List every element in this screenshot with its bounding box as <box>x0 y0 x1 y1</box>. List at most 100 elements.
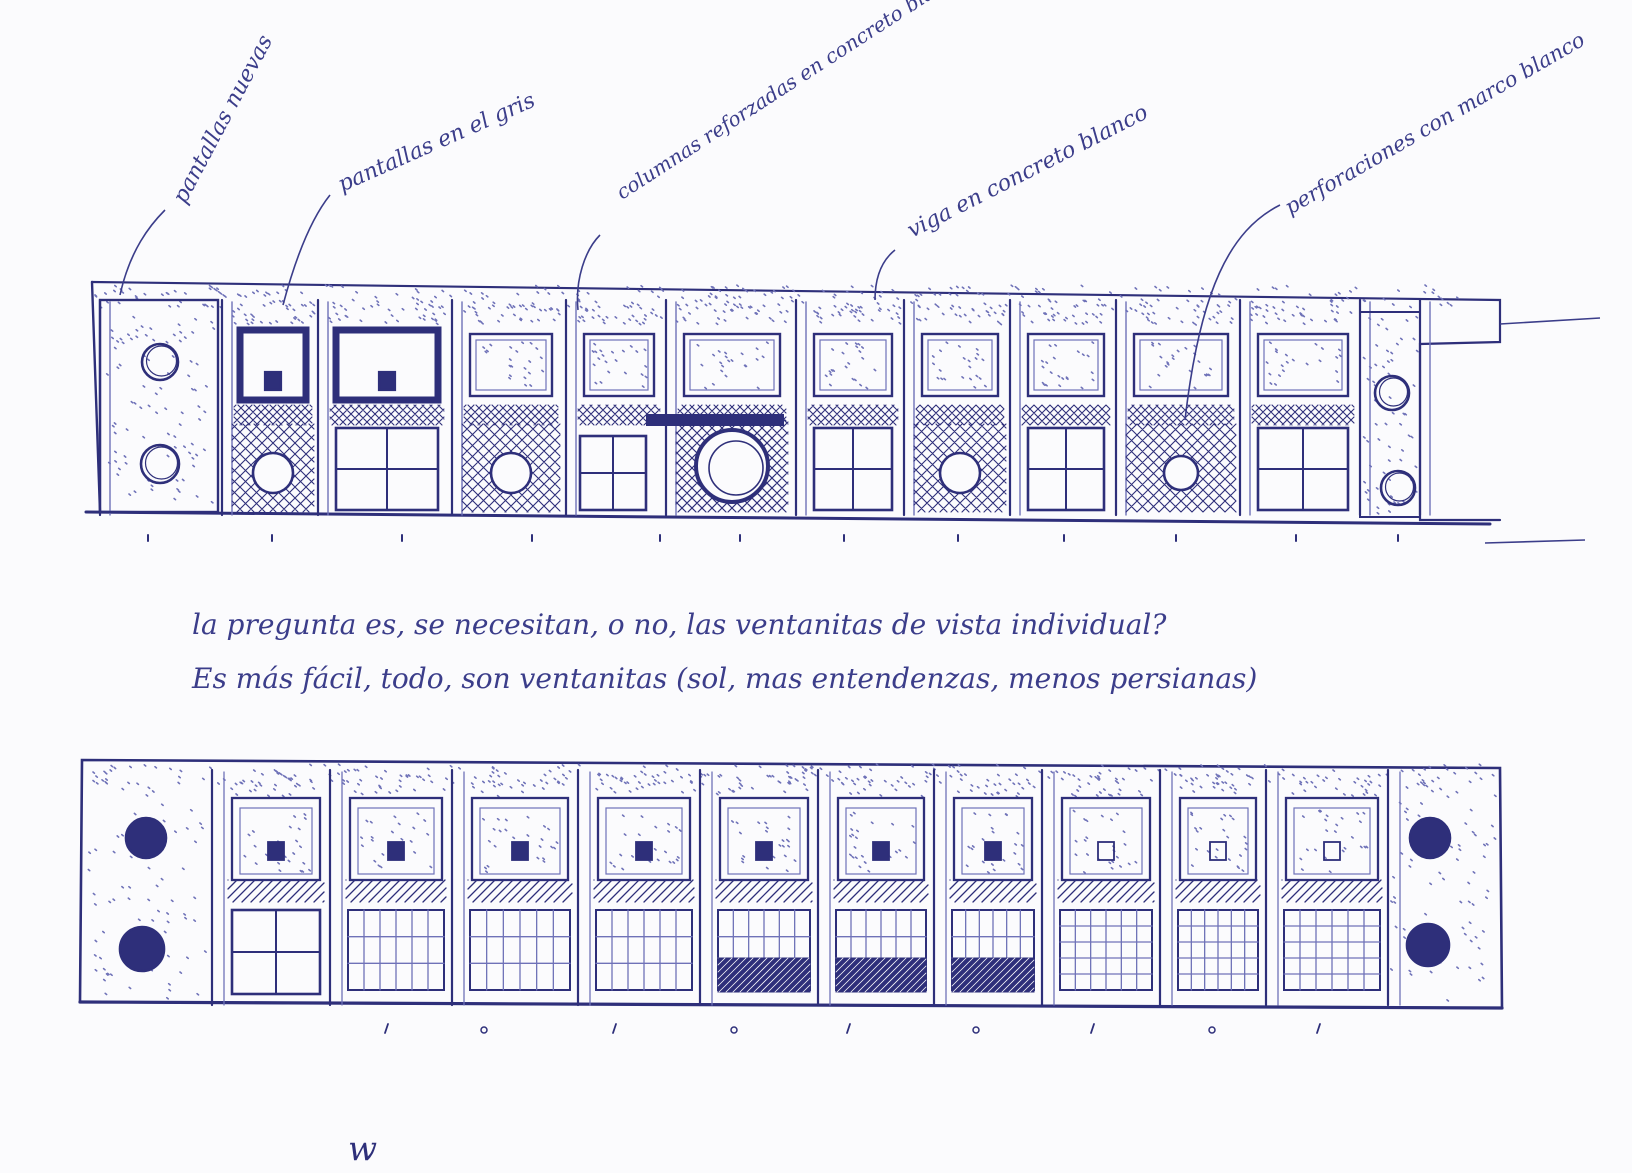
stipple-texture <box>813 305 902 325</box>
stipple-texture <box>824 342 877 390</box>
screen-frame-inner <box>927 339 993 391</box>
window-grid-lines <box>1283 909 1381 991</box>
window-mullion <box>231 909 321 995</box>
screen-frame <box>582 332 656 398</box>
screen-square <box>1097 841 1115 861</box>
end-panel-right <box>1359 311 1421 518</box>
screen-frame <box>682 332 782 398</box>
round-perforation-inner <box>145 345 178 377</box>
screen-frame <box>596 796 692 882</box>
screen-square <box>984 841 1002 861</box>
screen-square <box>872 841 890 861</box>
stipple-texture <box>243 813 312 873</box>
round-perforation <box>1373 374 1411 412</box>
screen-frame <box>348 796 444 882</box>
window-mullion <box>813 427 893 511</box>
screen-frame-inner <box>1033 339 1099 391</box>
stipple-texture <box>230 777 316 798</box>
ground-extension <box>1484 539 1586 544</box>
screen-square <box>511 841 529 861</box>
stipple-texture <box>731 815 797 873</box>
screen-frame-inner <box>845 807 917 875</box>
stipple-texture <box>956 773 1036 798</box>
round-perforation-inner <box>144 446 179 480</box>
stipple-texture <box>675 303 789 326</box>
leader-perforaciones <box>1184 204 1281 421</box>
leader-columnas <box>576 234 601 311</box>
diagonal-hatch <box>345 879 447 903</box>
window-mullion <box>1027 427 1105 511</box>
screen-frame-inner <box>605 807 683 875</box>
screen-frame-inner <box>475 339 547 391</box>
stipple-texture <box>696 341 769 390</box>
stipple-texture <box>1060 775 1153 798</box>
round-perforation <box>140 342 180 382</box>
solid-round-opening <box>118 925 166 973</box>
stipple-texture <box>231 303 316 326</box>
round-perforation-inner <box>1384 472 1415 502</box>
screen-square <box>267 841 285 861</box>
annotation-perforaciones: perforaciones con marco blanco <box>1281 27 1589 219</box>
note-line-2: Es más fácil, todo, son ventanitas (sol,… <box>191 662 1257 695</box>
ground-line <box>78 1000 1504 1010</box>
stipple-texture <box>931 341 987 389</box>
screen-frame-inner <box>357 807 435 875</box>
diagonal-hatch <box>833 879 929 903</box>
roof-beam-outline <box>90 280 1502 522</box>
dark-screen-square <box>263 370 283 392</box>
window-grid-lines <box>717 909 811 991</box>
signature-mark: w <box>348 1129 377 1168</box>
window-grid-lines <box>347 909 445 991</box>
cross-hatch <box>233 404 313 426</box>
screen-frame <box>1284 796 1380 882</box>
ground-dot <box>730 1026 738 1034</box>
annotation-pantallas-nuevas: pantallas nuevas <box>168 31 278 208</box>
handwritten-notes: la pregunta es, se necesitan, o no, las … <box>191 608 1257 695</box>
stipple-texture <box>591 342 648 388</box>
screen-square <box>1323 841 1341 861</box>
stipple-texture <box>1362 315 1419 515</box>
stipple-texture <box>1179 773 1254 795</box>
stipple-texture <box>87 770 207 1000</box>
diagonal-hatch <box>949 879 1037 903</box>
round-perforation <box>139 443 181 485</box>
stipple-texture <box>1299 809 1369 874</box>
round-perforation <box>938 451 982 495</box>
stipple-texture <box>715 773 809 796</box>
stipple-texture <box>595 773 697 794</box>
cross-hatch <box>1021 404 1111 426</box>
stipple-texture <box>346 774 446 796</box>
stipple-texture <box>1148 341 1212 390</box>
round-perforation <box>1162 454 1200 492</box>
stipple-texture <box>328 303 446 326</box>
screen-frame-inner <box>239 807 313 875</box>
diagonal-hatch <box>715 879 813 903</box>
window-mullion <box>335 427 439 511</box>
leader-viga <box>874 249 896 301</box>
annotation-viga: viga en concreto blanco <box>903 100 1152 243</box>
cross-hatch <box>807 404 899 426</box>
stipple-texture <box>1249 303 1353 326</box>
ground-dot <box>480 1026 488 1034</box>
stipple-texture <box>849 811 916 873</box>
stipple-texture <box>472 774 568 798</box>
screen-frame <box>1178 796 1258 882</box>
screen-frame <box>468 332 554 398</box>
upper-elevation <box>84 280 1502 542</box>
diagonal-hatch <box>717 957 811 993</box>
screen-frame <box>230 796 322 882</box>
diagonal-hatch <box>1175 879 1261 903</box>
note-line-1: la pregunta es, se necesitan, o no, las … <box>192 608 1167 641</box>
ground-tick <box>1316 1023 1321 1034</box>
screen-frame <box>1132 332 1230 398</box>
diagonal-hatch <box>1281 879 1383 903</box>
window-grid-lines <box>469 909 571 991</box>
window-grid-lines <box>1059 909 1153 991</box>
ground-dot <box>972 1026 980 1034</box>
stipple-texture <box>1021 303 1115 325</box>
annotation-texts: pantallas nuevas pantallas en el gris co… <box>168 0 1589 243</box>
diagonal-hatch <box>1057 879 1155 903</box>
screen-frame-inner <box>819 339 887 391</box>
stipple-texture <box>1291 773 1382 797</box>
diagonal-hatch <box>835 957 927 993</box>
